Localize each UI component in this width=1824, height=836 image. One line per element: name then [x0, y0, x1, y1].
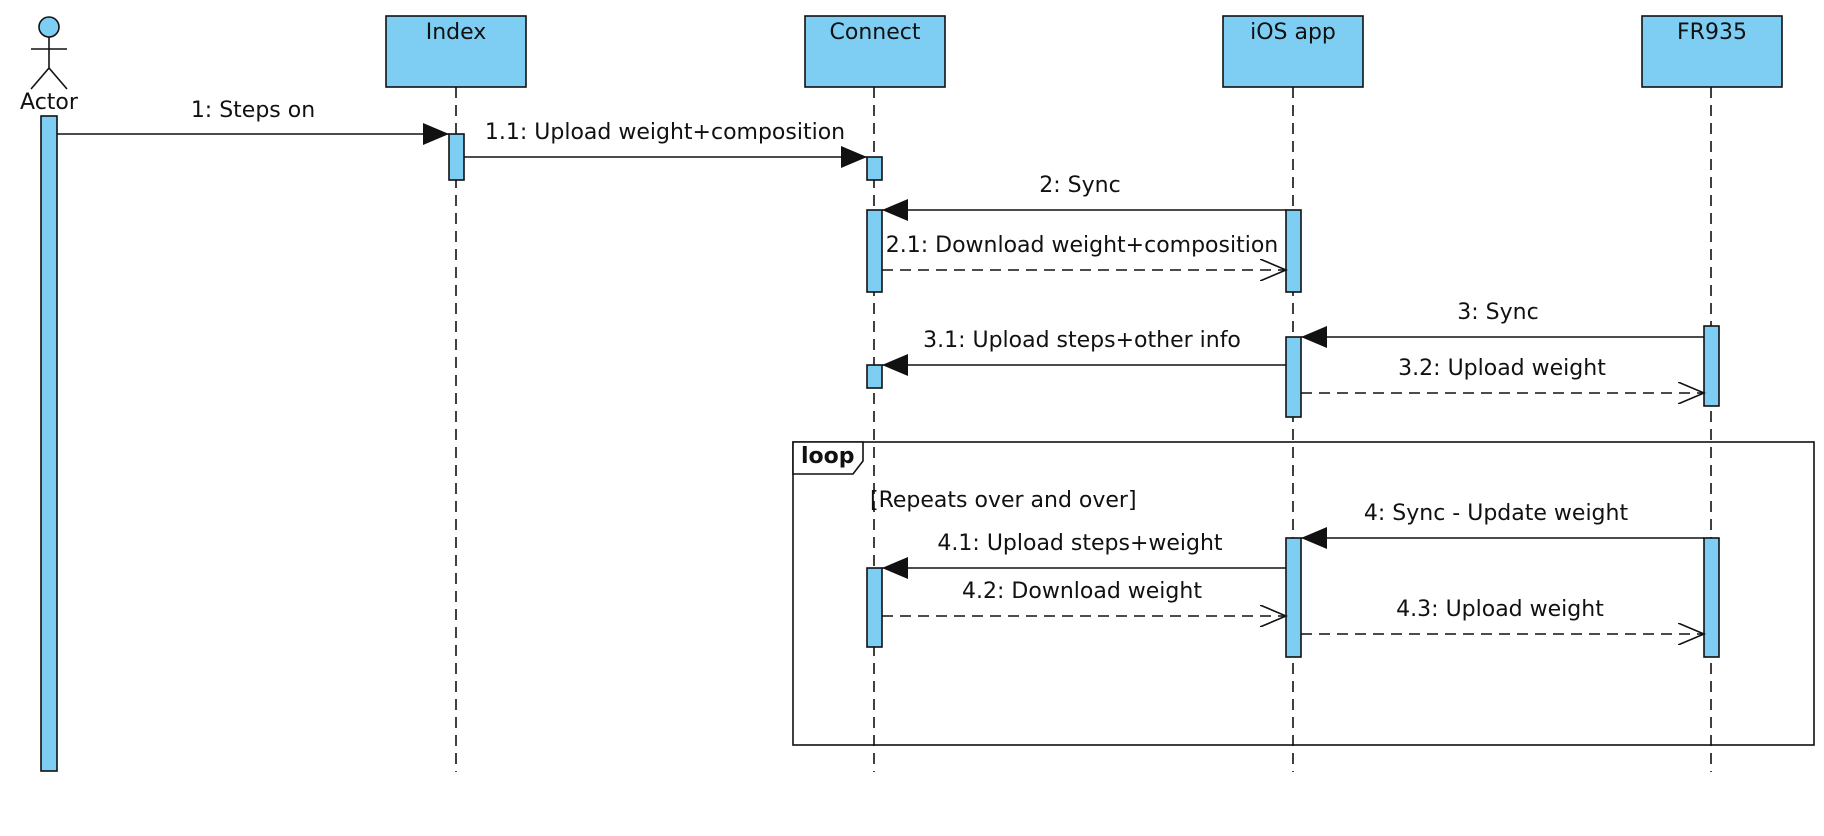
participant-label: Connect	[830, 20, 921, 45]
activation-fr935	[1703, 325, 1720, 407]
loop-keyword: loop	[801, 444, 855, 469]
activations	[40, 115, 1720, 772]
message-label: 4.2: Download weight	[962, 579, 1202, 604]
participant-label: Index	[426, 20, 487, 45]
loop-fragment: loop [Repeats over and over]	[792, 441, 1815, 746]
message-2: 2: Sync	[882, 173, 1286, 221]
actor-head	[38, 16, 60, 38]
message-3-2: 3.2: Upload weight	[1301, 356, 1704, 393]
message-1: 1: Steps on	[57, 98, 449, 145]
message-label: 1: Steps on	[191, 98, 315, 123]
message-4-2: 4.2: Download weight	[882, 579, 1286, 616]
activation-connect	[866, 567, 883, 648]
message-label: 4.1: Upload steps+weight	[937, 531, 1223, 556]
message-label: 3: Sync	[1457, 300, 1538, 325]
message-4-3: 4.3: Upload weight	[1301, 597, 1704, 634]
message-label: 3.1: Upload steps+other info	[923, 328, 1241, 353]
message-label: 4: Sync - Update weight	[1364, 501, 1629, 526]
activation-ios	[1285, 209, 1302, 293]
message-label: 4.3: Upload weight	[1396, 597, 1604, 622]
participant-label: iOS app	[1250, 20, 1336, 45]
message-label: 3.2: Upload weight	[1398, 356, 1606, 381]
loop-guard: [Repeats over and over]	[870, 488, 1137, 513]
lifelines	[455, 87, 1712, 772]
participant-ios: iOS app	[1222, 15, 1364, 88]
actor-label: Actor	[20, 90, 79, 115]
activation-ios	[1285, 537, 1302, 658]
activation-actor	[40, 115, 58, 772]
message-label: 2: Sync	[1039, 173, 1120, 198]
message-4-1: 4.1: Upload steps+weight	[882, 531, 1286, 579]
activation-fr935	[1703, 537, 1720, 658]
participant-connect: Connect	[804, 15, 946, 88]
actor	[30, 16, 68, 90]
actor-right-leg	[48, 67, 68, 90]
message-label: 1.1: Upload weight+composition	[485, 120, 845, 145]
message-3-1: 3.1: Upload steps+other info	[882, 328, 1286, 376]
message-1-1: 1.1: Upload weight+composition	[464, 120, 867, 168]
activation-index	[448, 133, 465, 181]
activation-connect	[866, 364, 883, 389]
participant-label: FR935	[1677, 20, 1747, 45]
actor-left-leg	[30, 67, 50, 90]
participant-index: Index	[385, 15, 527, 88]
message-3: 3: Sync	[1301, 300, 1704, 348]
activation-ios	[1285, 336, 1302, 418]
message-2-1: 2.1: Download weight+composition	[882, 233, 1286, 270]
activation-connect	[866, 209, 883, 293]
participant-fr935: FR935	[1641, 15, 1783, 88]
message-4: 4: Sync - Update weight	[1301, 501, 1704, 549]
activation-connect	[866, 156, 883, 181]
message-label: 2.1: Download weight+composition	[886, 233, 1278, 258]
